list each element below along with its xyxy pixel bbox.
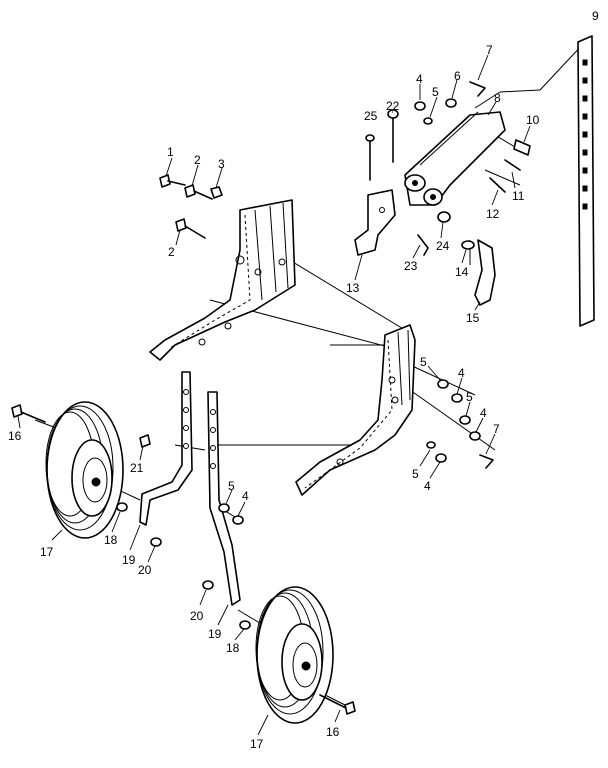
callout-4: 4: [424, 479, 431, 493]
callout-7: 7: [486, 43, 493, 57]
callout-23: 23: [404, 259, 418, 273]
callout-20: 20: [138, 563, 152, 577]
callout-12: 12: [486, 207, 500, 221]
hardware: [11, 81, 531, 715]
hitch-bracket: [404, 111, 506, 206]
callout-10: 10: [526, 113, 540, 127]
callout-5: 5: [432, 85, 439, 99]
left-frame: [149, 199, 296, 361]
callout-20: 20: [190, 609, 204, 623]
callout-7: 7: [493, 422, 500, 436]
callout-labels: 1 2 3 2 9 7 4 6 5 8 22 25 10 11 12 24 23…: [8, 9, 599, 751]
callout-5: 5: [466, 390, 473, 404]
callout-24: 24: [436, 239, 450, 253]
wheel-left: [45, 401, 124, 539]
wheel-bracket-left: [139, 371, 193, 526]
callout-17: 17: [40, 545, 54, 559]
callout-4: 4: [242, 489, 249, 503]
callout-16: 16: [8, 429, 22, 443]
callout-18: 18: [104, 533, 118, 547]
callout-2: 2: [168, 245, 175, 259]
callout-4: 4: [416, 72, 423, 86]
callout-19: 19: [208, 627, 222, 641]
right-frame: [295, 324, 416, 496]
callout-4: 4: [480, 406, 487, 420]
callout-22: 22: [386, 99, 400, 113]
callout-15: 15: [466, 311, 480, 325]
callout-5: 5: [412, 467, 419, 481]
callout-9: 9: [592, 9, 599, 23]
latch: [474, 239, 496, 306]
callout-16: 16: [326, 725, 340, 739]
callout-18: 18: [226, 641, 240, 655]
callout-3: 3: [218, 157, 225, 171]
depth-bar: [577, 35, 595, 327]
callout-6: 6: [454, 69, 461, 83]
callout-17: 17: [250, 737, 264, 751]
callout-2: 2: [194, 153, 201, 167]
callout-14: 14: [455, 265, 469, 279]
callout-19: 19: [122, 553, 136, 567]
callout-21: 21: [130, 461, 144, 475]
callout-8: 8: [494, 91, 501, 105]
callout-5: 5: [228, 479, 235, 493]
callout-leaders: [17, 54, 531, 736]
callout-25: 25: [364, 109, 378, 123]
callout-13: 13: [346, 281, 360, 295]
callout-4: 4: [458, 366, 465, 380]
wheel-bracket-right: [207, 391, 241, 606]
mount-bracket: [354, 189, 396, 256]
callout-11: 11: [512, 189, 525, 203]
wheel-right: [255, 586, 334, 724]
callout-5: 5: [420, 355, 427, 369]
callout-1: 1: [167, 145, 174, 159]
